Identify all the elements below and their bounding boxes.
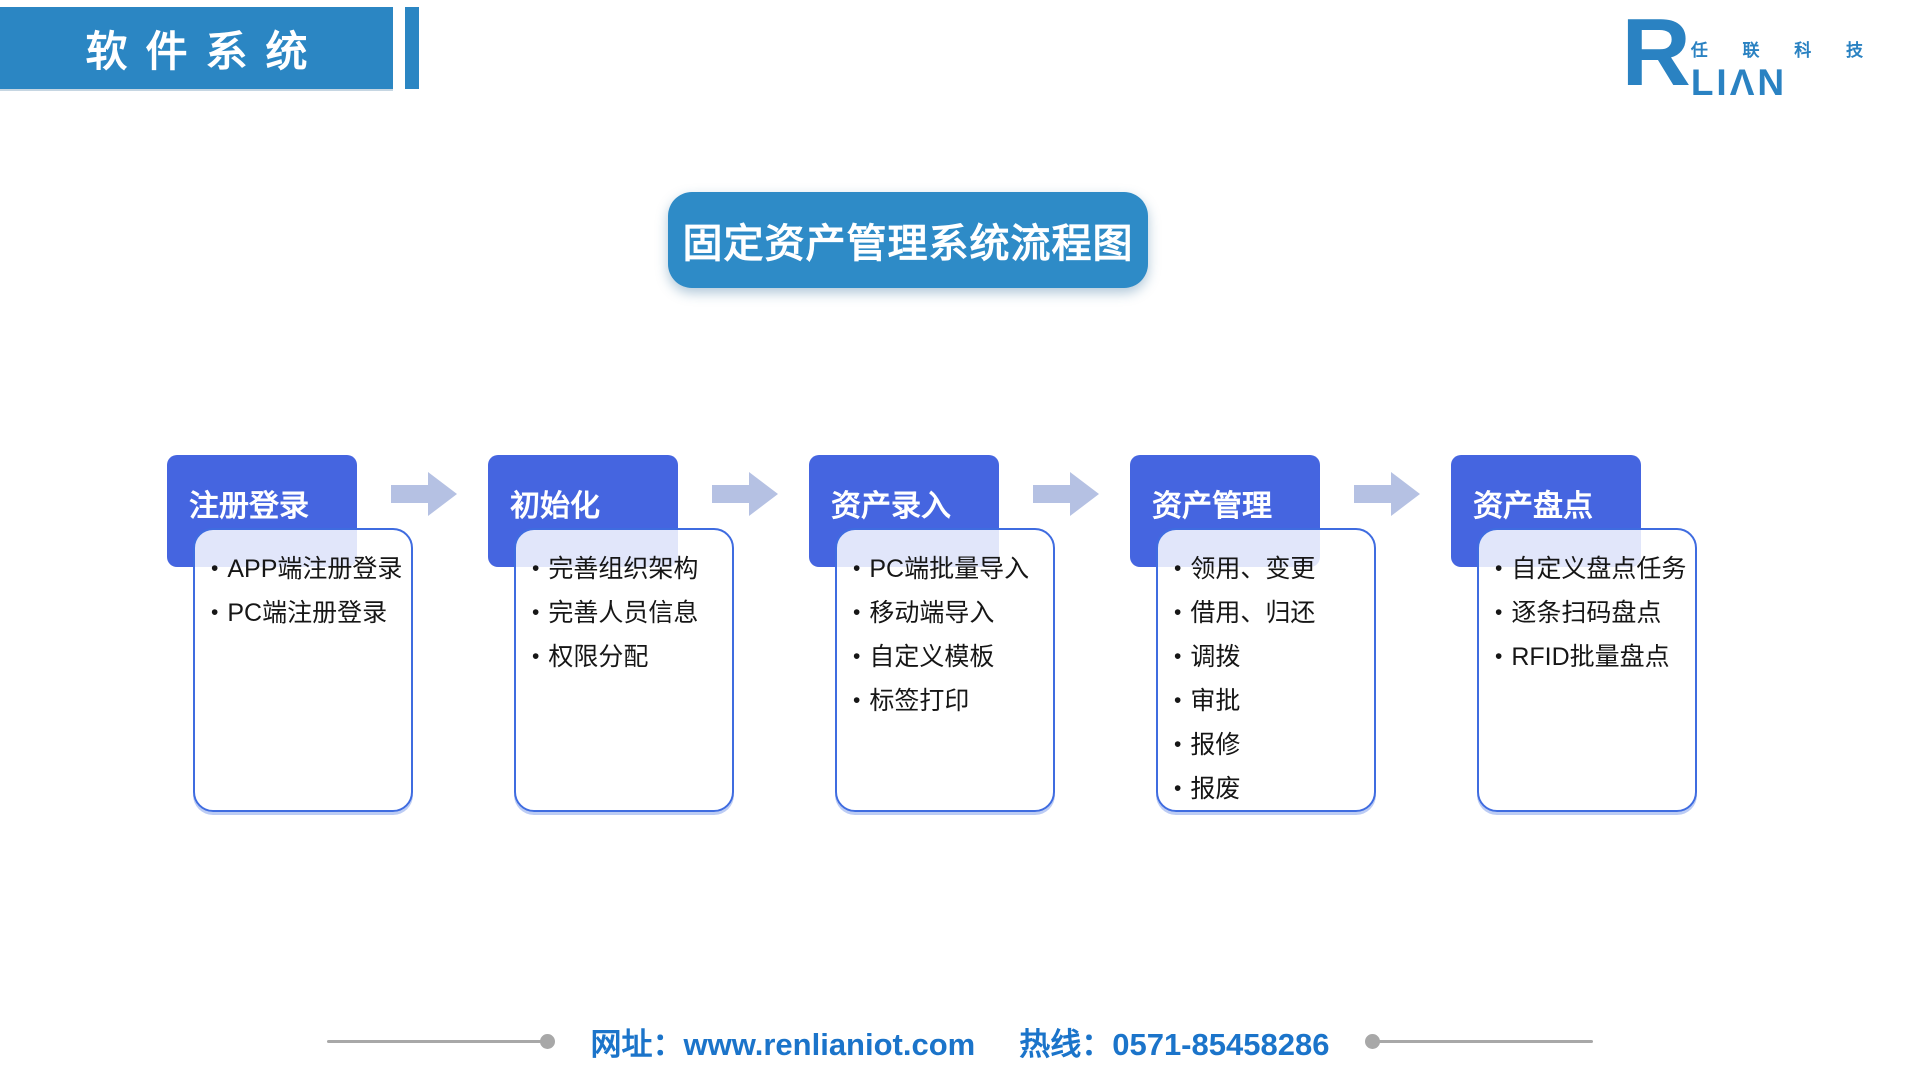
- flow-step-card: PC端批量导入移动端导入自定义模板标签打印: [835, 528, 1055, 812]
- flow-step-item: 自定义盘点任务: [1495, 548, 1695, 592]
- section-header-accent-bar: [405, 7, 419, 89]
- flow-step-item-list: 自定义盘点任务逐条扫码盘点RFID批量盘点: [1495, 548, 1695, 680]
- flow-step-item-list: PC端批量导入移动端导入自定义模板标签打印: [853, 548, 1053, 724]
- flow-step-item: APP端注册登录: [211, 548, 411, 592]
- flow-step-item: PC端注册登录: [211, 592, 411, 636]
- flow-step-item: 自定义模板: [853, 636, 1053, 680]
- flow-step-item: 完善人员信息: [532, 592, 732, 636]
- flow-step-label: 资产盘点: [1473, 490, 1593, 523]
- flow-step-item: RFID批量盘点: [1495, 636, 1695, 680]
- flow-step-card: APP端注册登录PC端注册登录: [193, 528, 413, 812]
- arrow-right-icon: [1354, 472, 1420, 516]
- logo-company-name-cn: 任 联 科 技: [1690, 41, 1878, 60]
- flow-step-item: PC端批量导入: [853, 548, 1053, 592]
- flow-step-item: 逐条扫码盘点: [1495, 592, 1695, 636]
- section-header-bar: 软件系统: [0, 7, 393, 89]
- flow-step-label: 资产录入: [831, 490, 951, 523]
- diagram-title-banner: 固定资产管理系统流程图: [668, 192, 1148, 288]
- flow-step-item: 标签打印: [853, 680, 1053, 724]
- flow-step-item-list: APP端注册登录PC端注册登录: [211, 548, 411, 636]
- flow-step-label: 初始化: [510, 490, 600, 523]
- footer-right-dot: [1365, 1033, 1381, 1049]
- arrow-right-icon: [391, 472, 457, 516]
- diagram-title: 固定资产管理系统流程图: [682, 222, 1134, 266]
- flow-step-item: 报废: [1174, 768, 1374, 812]
- flow-step-card: 完善组织架构完善人员信息权限分配: [514, 528, 734, 812]
- flow-step-item: 调拨: [1174, 636, 1374, 680]
- footer-right-line: [1378, 1039, 1594, 1043]
- flow-step-item: 移动端导入: [853, 592, 1053, 636]
- flow-step-item-list: 领用、变更借用、归还调拨审批报修报废: [1174, 548, 1374, 812]
- flow-step-item: 审批: [1174, 680, 1374, 724]
- arrow-right-icon: [712, 472, 778, 516]
- footer-hotline: 热线：0571-85458286: [1019, 1026, 1330, 1062]
- logo-r-glyph: R: [1621, 0, 1691, 106]
- flow-step-item-list: 完善组织架构完善人员信息权限分配: [532, 548, 732, 680]
- flow-step-card: 领用、变更借用、归还调拨审批报修报废: [1156, 528, 1376, 812]
- flow-step-item: 权限分配: [532, 636, 732, 680]
- flow-step-item: 报修: [1174, 724, 1374, 768]
- company-logo: R 任 联 科 技 LIΛN: [1621, 0, 1879, 106]
- flow-step-label: 资产管理: [1152, 490, 1272, 523]
- logo-company-name-en: LIΛN: [1690, 62, 1788, 103]
- flow-step-item: 领用、变更: [1174, 548, 1374, 592]
- footer-website: 网址：www.renlianiot.com: [590, 1026, 976, 1062]
- footer-left-line: [326, 1039, 542, 1043]
- flow-step-item: 借用、归还: [1174, 592, 1374, 636]
- section-title: 软件系统: [85, 27, 326, 75]
- footer: 网址：www.renlianiot.com 热线：0571-85458286: [0, 1018, 1920, 1064]
- arrow-right-icon: [1033, 472, 1099, 516]
- flow-step-card: 自定义盘点任务逐条扫码盘点RFID批量盘点: [1477, 528, 1697, 812]
- flow-step-item: 完善组织架构: [532, 548, 732, 592]
- footer-left-dot: [539, 1033, 555, 1049]
- flow-step-label: 注册登录: [189, 490, 309, 523]
